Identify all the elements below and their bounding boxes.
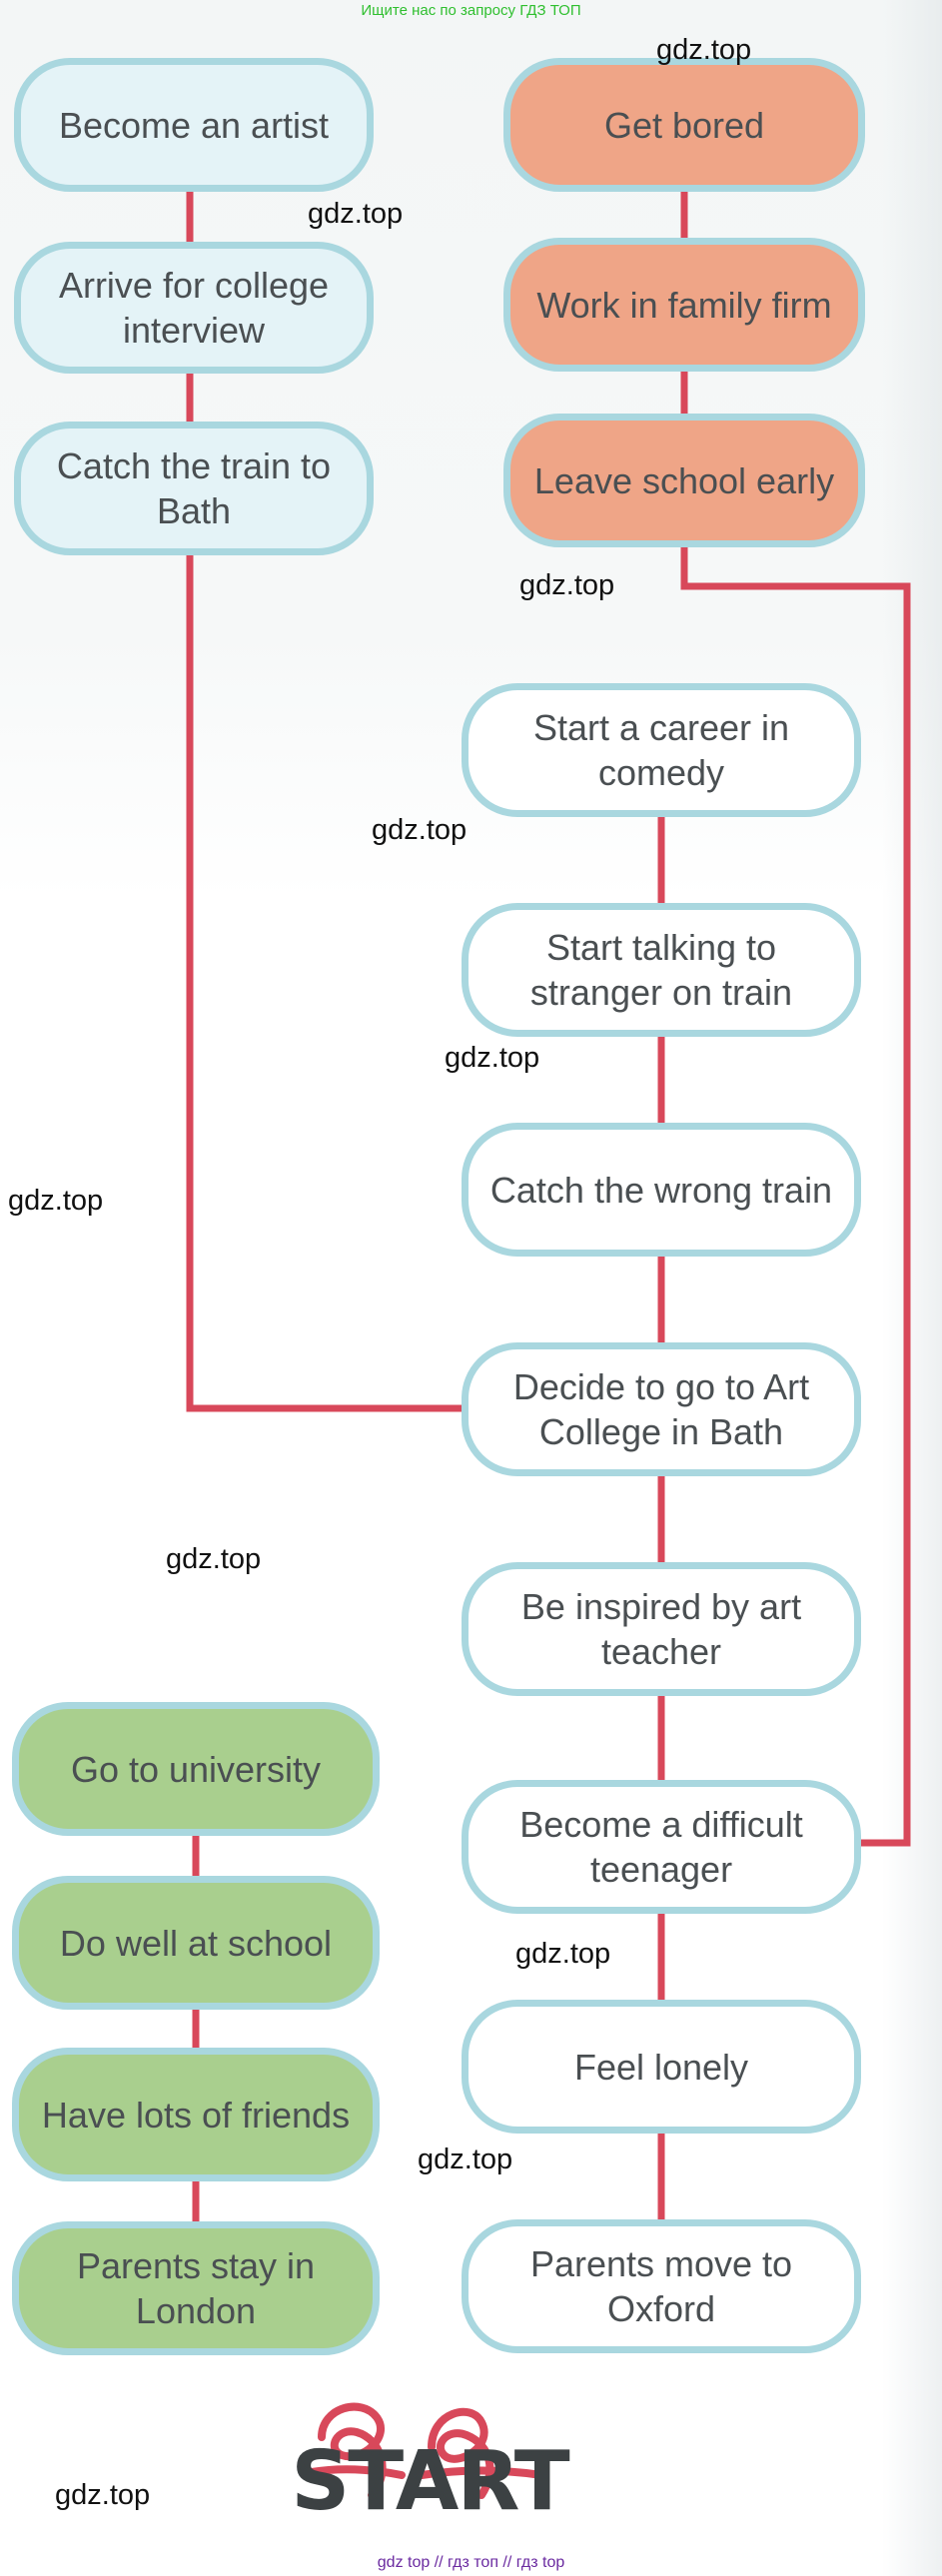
node-label: Parents move to Oxford	[529, 2243, 793, 2329]
node-do-well-school: Do well at school	[12, 1876, 380, 2010]
node-become-artist: Become an artist	[14, 58, 374, 192]
node-leave-school-early: Leave school early	[503, 414, 865, 547]
node-parents-oxford: Parents move to Oxford	[462, 2219, 861, 2353]
node-go-university: Go to university	[12, 1702, 380, 1836]
node-parents-london: Parents stay in London	[12, 2221, 380, 2355]
watermark: gdz.top	[8, 1185, 104, 1217]
watermark: gdz.top	[166, 1543, 262, 1575]
node-get-bored: Get bored	[503, 58, 865, 192]
node-start-career-comedy: Start a career in comedy	[462, 683, 861, 817]
top-banner[interactable]: Ищите нас по запросу ГДЗ ТОП	[361, 2, 581, 19]
node-label: Feel lonely	[573, 2046, 749, 2088]
node-label: Become an artist	[58, 104, 330, 146]
node-talk-stranger: Start talking to stranger on train	[462, 903, 861, 1037]
node-label: Arrive for college interview	[58, 265, 330, 351]
watermark: gdz.top	[656, 34, 752, 66]
node-label: Catch the train to Bath	[56, 445, 332, 531]
node-difficult-teenager: Become a difficult teenager	[462, 1780, 861, 1914]
node-feel-lonely: Feel lonely	[462, 2000, 861, 2134]
line-train-decide	[186, 550, 469, 1412]
watermark: gdz.top	[308, 198, 404, 230]
node-label: Parents stay in London	[76, 2245, 316, 2331]
node-arrive-interview: Arrive for college interview	[14, 242, 374, 374]
node-label: Work in family firm	[536, 284, 832, 326]
bottom-banner[interactable]: gdz top // гдз топ // гдз top	[377, 2554, 565, 2571]
node-label: Do well at school	[59, 1922, 333, 1964]
watermark: gdz.top	[515, 1938, 611, 1970]
node-inspired-teacher: Be inspired by art teacher	[462, 1562, 861, 1696]
page-edge-shadow	[882, 0, 942, 2576]
watermark: gdz.top	[372, 814, 468, 846]
node-label: Start talking to stranger on train	[529, 927, 793, 1013]
line-leave-teenager	[680, 540, 911, 1847]
node-catch-train-bath: Catch the train to Bath	[14, 422, 374, 555]
node-label: Be inspired by art teacher	[520, 1586, 802, 1672]
node-decide-art-college: Decide to go to Art College in Bath	[462, 1342, 861, 1476]
watermark: gdz.top	[445, 1042, 540, 1074]
node-label: Start a career in comedy	[532, 707, 790, 793]
watermark: gdz.top	[55, 2479, 151, 2511]
node-label: Become a difficult teenager	[519, 1804, 803, 1890]
watermark: gdz.top	[418, 2144, 513, 2175]
node-label: Decide to go to Art College in Bath	[512, 1366, 810, 1452]
start-flourish-icon	[308, 2402, 545, 2499]
node-label: Leave school early	[533, 459, 835, 501]
start-label: START	[291, 2434, 569, 2529]
node-label: Have lots of friends	[41, 2094, 351, 2136]
node-wrong-train: Catch the wrong train	[462, 1123, 861, 1257]
node-work-family-firm: Work in family firm	[503, 238, 865, 372]
node-lots-friends: Have lots of friends	[12, 2048, 380, 2181]
watermark: gdz.top	[519, 569, 615, 601]
node-label: Get bored	[603, 104, 765, 146]
node-label: Catch the wrong train	[489, 1169, 833, 1211]
node-label: Go to university	[70, 1748, 322, 1790]
